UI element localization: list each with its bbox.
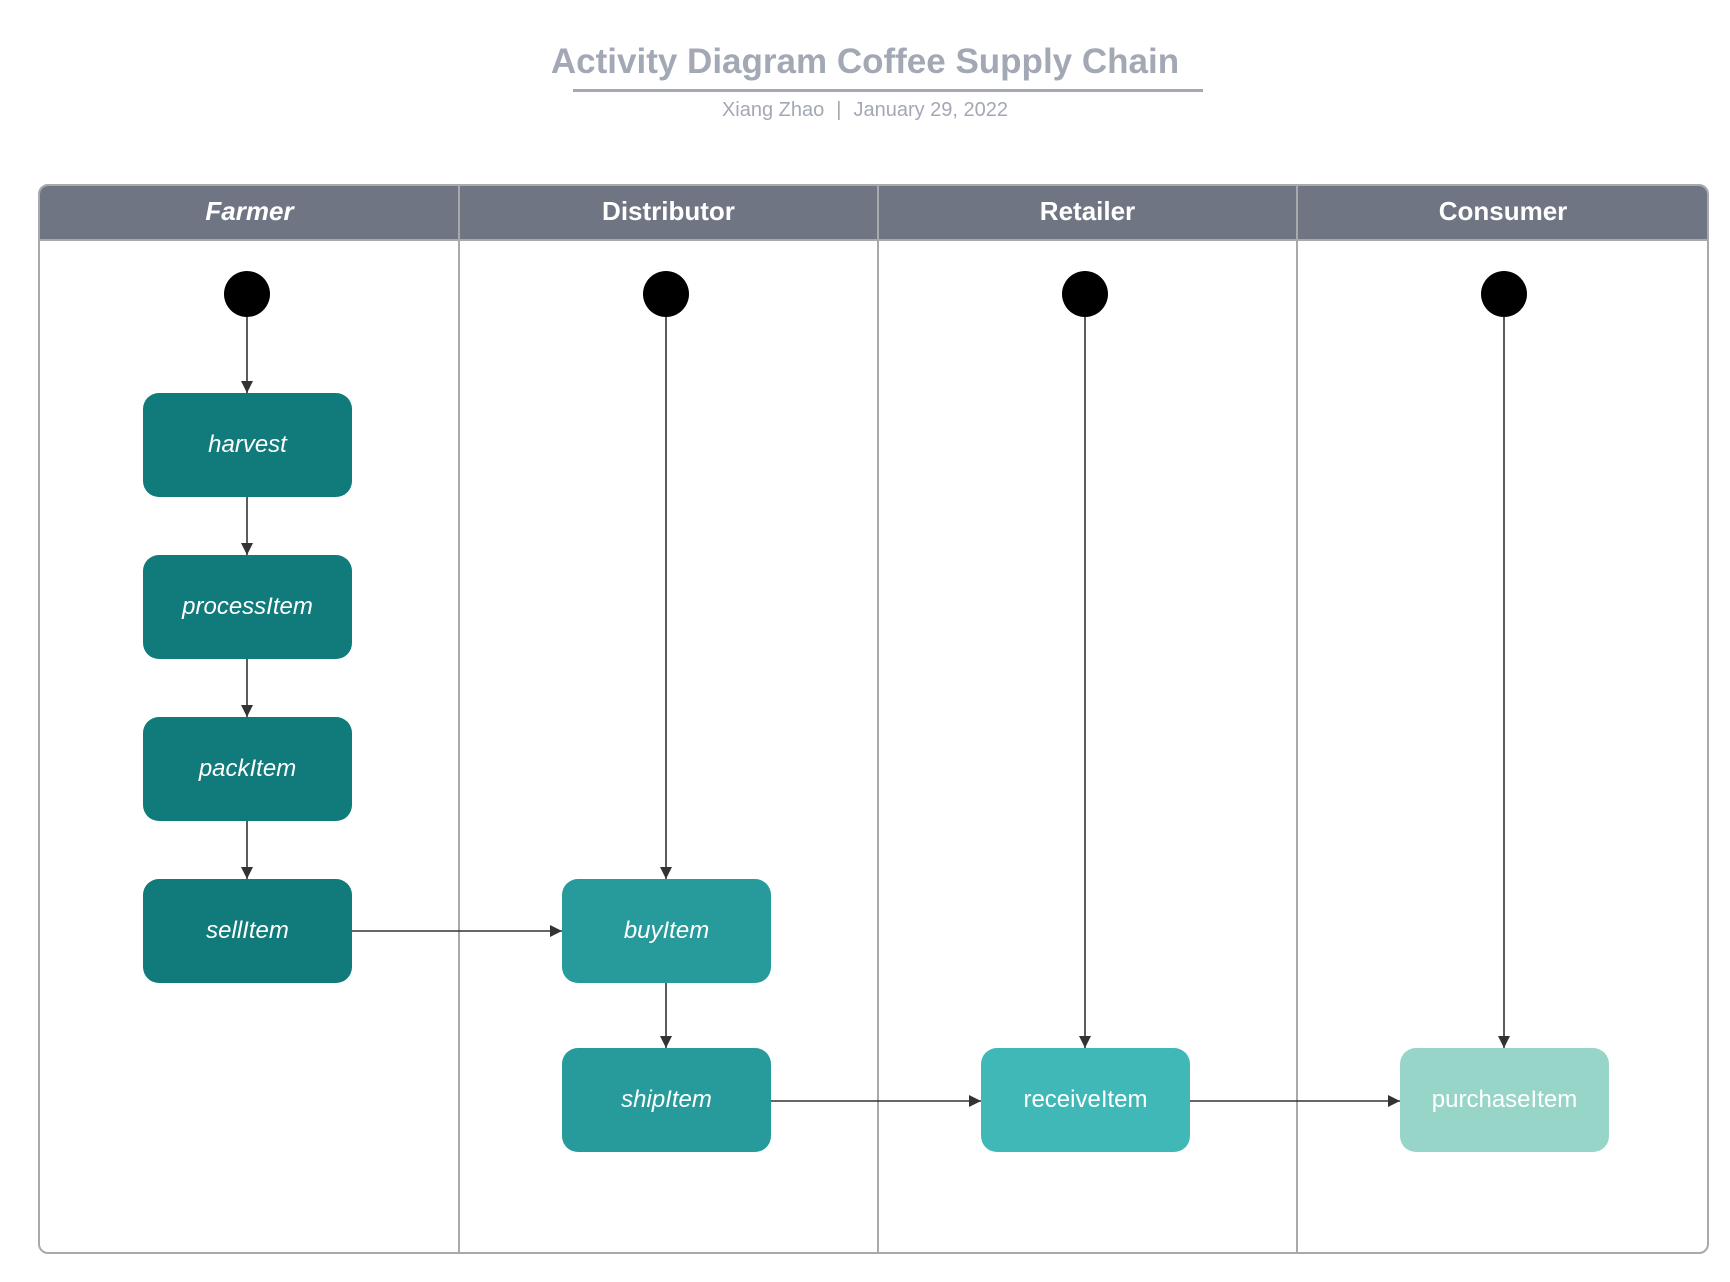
diagram-subtitle: Xiang Zhao | January 29, 2022 bbox=[0, 99, 1730, 122]
diagram-title: Activity Diagram Coffee Supply Chain bbox=[550, 42, 1180, 81]
activity-buy-item: buyItem bbox=[562, 879, 771, 983]
activity-receive-item: receiveItem bbox=[981, 1048, 1190, 1152]
activity-process-item: processItem bbox=[143, 555, 352, 659]
lane-divider-3 bbox=[1296, 186, 1298, 1252]
lane-divider-2 bbox=[877, 186, 879, 1252]
lane-title-consumer: Consumer bbox=[1438, 196, 1568, 226]
header-divider bbox=[40, 239, 1707, 241]
title-underline bbox=[573, 89, 1203, 92]
activity-pack-item: packItem bbox=[143, 717, 352, 821]
start-node-consumer bbox=[1481, 271, 1527, 317]
lane-divider-1 bbox=[458, 186, 460, 1252]
author-name: Xiang Zhao bbox=[721, 99, 825, 121]
lane-title-farmer: Farmer bbox=[205, 196, 294, 226]
swimlane-header bbox=[40, 186, 1707, 239]
activity-purchase-item: purchaseItem bbox=[1400, 1048, 1609, 1152]
swimlane-pool: Farmer Distributor Retailer Consumer bbox=[38, 184, 1709, 1254]
diagram-date: January 29, 2022 bbox=[853, 99, 1009, 121]
activity-harvest: harvest bbox=[143, 393, 352, 497]
lane-title-retailer: Retailer bbox=[1039, 196, 1136, 226]
start-node-retailer bbox=[1062, 271, 1108, 317]
subtitle-separator: | bbox=[836, 99, 842, 121]
activity-sell-item: sellItem bbox=[143, 879, 352, 983]
activity-ship-item: shipItem bbox=[562, 1048, 771, 1152]
start-node-farmer bbox=[224, 271, 270, 317]
start-node-distributor bbox=[643, 271, 689, 317]
lane-title-distributor: Distributor bbox=[602, 196, 735, 226]
